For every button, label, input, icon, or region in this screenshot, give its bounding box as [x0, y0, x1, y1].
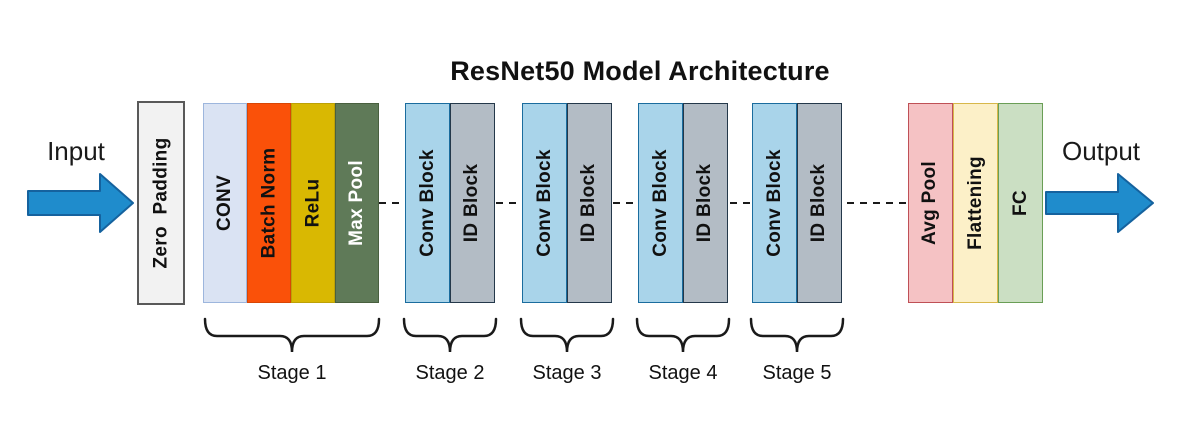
- stage-4-conv-block: Conv Block: [638, 103, 683, 303]
- id-block-label: ID Block: [578, 163, 600, 243]
- stage-1-label: Stage 1: [257, 362, 327, 384]
- avg-pool-label: Avg Pool: [919, 160, 941, 246]
- output-arrow-icon: [1045, 173, 1154, 233]
- stage-4-label: Stage 4: [648, 362, 718, 384]
- stage-4-group: Conv Block ID Block: [638, 103, 728, 303]
- stage-3-id-block: ID Block: [567, 103, 612, 303]
- stage-3-conv-block: Conv Block: [522, 103, 567, 303]
- conv-label: CONV: [214, 174, 236, 232]
- conv-block-label: Conv Block: [416, 149, 438, 257]
- stage-5-conv-block: Conv Block: [752, 103, 797, 303]
- stage-5-brace: [749, 317, 845, 353]
- relu-label: ReLu: [302, 178, 324, 228]
- relu-block: ReLu: [291, 103, 335, 303]
- max-pool-label: Max Pool: [346, 160, 367, 246]
- input-arrow-icon: [27, 173, 134, 233]
- batch-norm-block: Batch Norm: [247, 103, 291, 303]
- fc-label: FC: [1009, 190, 1031, 216]
- stage-1-brace: [203, 317, 381, 353]
- id-block-label: ID Block: [694, 163, 716, 243]
- flattening-label: Flattening: [964, 156, 986, 250]
- stage-2-conv-block: Conv Block: [405, 103, 450, 303]
- diagram-title: ResNet50 Model Architecture: [450, 56, 830, 86]
- stage-2-brace: [402, 317, 498, 353]
- flattening-block: Flattening: [953, 103, 998, 303]
- conv-block-label: Conv Block: [533, 149, 555, 257]
- fc-block: FC: [998, 103, 1043, 303]
- conv-block-label: Conv Block: [763, 149, 785, 257]
- stage-5-id-block: ID Block: [797, 103, 842, 303]
- zero-padding-block: Zero Padding: [137, 101, 185, 305]
- stage-2-group: Conv Block ID Block: [405, 103, 495, 303]
- id-block-label: ID Block: [808, 163, 830, 243]
- stage-4-brace: [635, 317, 731, 353]
- conv-block-label: Conv Block: [649, 149, 671, 257]
- head-group: Avg Pool Flattening FC: [908, 103, 1043, 303]
- batch-norm-label: Batch Norm: [258, 147, 279, 259]
- stage-2-id-block: ID Block: [450, 103, 495, 303]
- id-block-label: ID Block: [461, 163, 483, 243]
- zero-padding-label: Zero Padding: [150, 137, 171, 269]
- stage-3-group: Conv Block ID Block: [522, 103, 612, 303]
- max-pool-block: Max Pool: [335, 103, 379, 303]
- avg-pool-block: Avg Pool: [908, 103, 953, 303]
- output-label: Output: [1061, 136, 1141, 166]
- stage-1-group: CONV Batch Norm ReLu Max Pool: [203, 103, 379, 303]
- input-label: Input: [47, 136, 105, 166]
- conv-block: CONV: [203, 103, 247, 303]
- stage-3-brace: [519, 317, 615, 353]
- stage-2-label: Stage 2: [415, 362, 485, 384]
- stage-4-id-block: ID Block: [683, 103, 728, 303]
- stage-5-group: Conv Block ID Block: [752, 103, 842, 303]
- stage-5-label: Stage 5: [762, 362, 832, 384]
- stage-3-label: Stage 3: [532, 362, 602, 384]
